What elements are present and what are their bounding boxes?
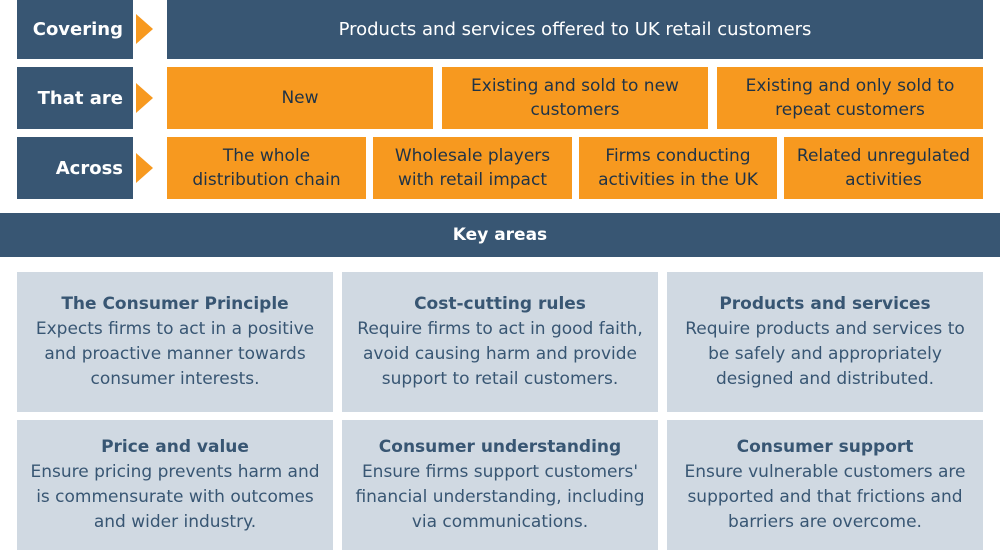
across-cell-wholesale: Wholesale players with retail impact (373, 137, 572, 199)
card-title: Cost-cutting rules (414, 294, 586, 314)
card-products-services: Products and services Require products a… (667, 272, 983, 412)
across-cell-distribution-chain: The whole distribution chain (167, 137, 366, 199)
that-are-cell-existing-repeat: Existing and only sold to repeat custome… (717, 67, 983, 129)
across-cell-unregulated: Related unregulated activities (784, 137, 983, 199)
that-are-cell-existing-new: Existing and sold to new customers (442, 67, 708, 129)
row-label-covering: Covering (17, 0, 133, 59)
card-cost-cutting-rules: Cost-cutting rules Require firms to act … (342, 272, 658, 412)
covering-cell: Products and services offered to UK reta… (167, 0, 983, 59)
row-label-that-are: That are (17, 67, 133, 129)
card-consumer-support: Consumer support Ensure vulnerable custo… (667, 420, 983, 550)
that-are-cell-new: New (167, 67, 433, 129)
card-title: Consumer understanding (378, 437, 622, 457)
key-areas-banner: Key areas (0, 213, 1000, 257)
card-title: Consumer support (736, 437, 914, 457)
card-description: Ensure vulnerable customers are supporte… (684, 462, 966, 532)
card-title: Price and value (101, 437, 249, 457)
across-cell-uk-firms: Firms conducting activities in the UK (579, 137, 777, 199)
card-description: Require products and services to be safe… (685, 319, 965, 389)
card-price-value: Price and value Ensure pricing prevents … (17, 420, 333, 550)
card-consumer-principle: The Consumer Principle Expects firms to … (17, 272, 333, 412)
arrow-right-icon (136, 153, 153, 183)
arrow-right-icon (136, 14, 153, 44)
row-label-across: Across (17, 137, 133, 199)
arrow-right-icon (136, 83, 153, 113)
card-description: Require firms to act in good faith, avoi… (357, 319, 643, 389)
card-description: Ensure firms support customers' financia… (355, 462, 645, 532)
card-consumer-understanding: Consumer understanding Ensure firms supp… (342, 420, 658, 550)
card-description: Ensure pricing prevents harm and is comm… (30, 462, 320, 532)
card-title: The Consumer Principle (61, 294, 289, 314)
card-description: Expects firms to act in a positive and p… (35, 319, 315, 389)
card-title: Products and services (719, 294, 931, 314)
